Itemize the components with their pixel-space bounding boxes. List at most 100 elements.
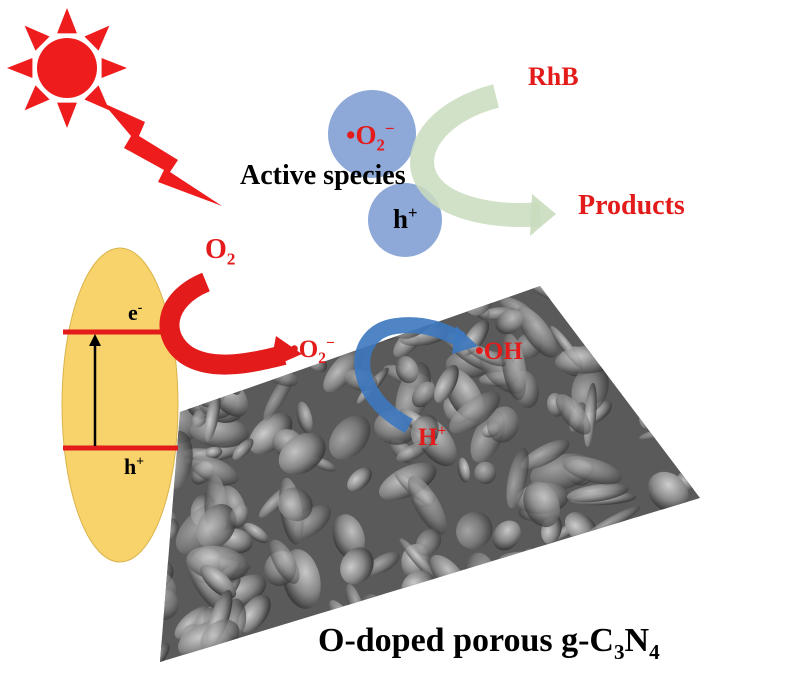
sem-particle bbox=[628, 534, 687, 565]
sem-particle bbox=[678, 601, 700, 625]
sem-particle bbox=[232, 438, 254, 461]
rhb-label: RhB bbox=[528, 62, 579, 91]
superoxide-circle bbox=[328, 90, 416, 178]
sem-particle bbox=[204, 389, 221, 442]
sem-particle bbox=[516, 306, 558, 358]
band-gap-ellipse bbox=[61, 247, 179, 563]
sem-particle bbox=[407, 286, 433, 300]
sem-particle bbox=[160, 642, 170, 662]
band-hole-label: h+ bbox=[124, 453, 145, 479]
sem-particle bbox=[269, 539, 300, 584]
blue-curved-arrow bbox=[354, 317, 478, 434]
sem-particle bbox=[200, 565, 237, 599]
sem-particle bbox=[671, 507, 700, 528]
sem-particle bbox=[688, 539, 700, 603]
sun-ray bbox=[24, 25, 50, 51]
sem-particle bbox=[682, 450, 700, 470]
sem-particle bbox=[501, 333, 527, 401]
sem-particle bbox=[335, 305, 373, 321]
sem-particle bbox=[329, 415, 371, 460]
sun-ray bbox=[84, 85, 110, 111]
sem-particle bbox=[578, 295, 595, 313]
sem-particle bbox=[689, 286, 700, 319]
sun-ray bbox=[101, 58, 127, 78]
sem-particle bbox=[626, 584, 637, 605]
sem-particle bbox=[456, 511, 493, 550]
proton-label: H+ bbox=[418, 422, 447, 451]
sem-particle bbox=[190, 456, 239, 486]
green-curved-arrow bbox=[410, 84, 556, 236]
sem-particle bbox=[189, 416, 249, 448]
sem-particle bbox=[276, 309, 309, 329]
sem-particle bbox=[196, 504, 237, 549]
sem-particle bbox=[584, 320, 618, 343]
sem-particle bbox=[562, 456, 622, 485]
sem-particle bbox=[205, 446, 223, 459]
sem-particle bbox=[185, 310, 200, 335]
sem-particle bbox=[647, 471, 689, 513]
sem-particle bbox=[666, 302, 700, 322]
sem-particle bbox=[646, 582, 669, 603]
oxygen-label: O2 bbox=[205, 234, 236, 269]
sem-particle bbox=[457, 457, 470, 483]
sem-particle bbox=[589, 565, 614, 594]
sem-particle bbox=[323, 348, 364, 393]
electron-label: e- bbox=[128, 299, 143, 325]
sem-particle bbox=[268, 286, 325, 306]
sem-particle bbox=[495, 309, 524, 335]
sem-particle bbox=[347, 467, 372, 492]
sem-particle bbox=[684, 318, 700, 364]
sem-particle bbox=[465, 343, 506, 367]
sem-particle bbox=[292, 286, 310, 293]
sem-particle bbox=[229, 322, 250, 355]
sem-particle bbox=[340, 547, 374, 585]
red-curved-arrow bbox=[159, 272, 302, 375]
sem-particle bbox=[555, 394, 591, 435]
sem-particle bbox=[407, 476, 447, 535]
sem-particle bbox=[492, 520, 521, 551]
sem-particle bbox=[643, 375, 661, 391]
products-label: Products bbox=[578, 190, 685, 221]
sem-particle bbox=[434, 365, 459, 403]
sem-particle bbox=[217, 332, 239, 355]
sem-particle bbox=[665, 394, 700, 419]
sem-particle bbox=[449, 391, 501, 434]
surface-superoxide-label: •O2− bbox=[290, 334, 335, 367]
sem-particle bbox=[506, 447, 529, 509]
sem-particle bbox=[627, 339, 690, 375]
excitation-arrow-head bbox=[89, 334, 101, 346]
sem-particle bbox=[664, 569, 688, 624]
sem-particle bbox=[415, 528, 442, 556]
sem-particle bbox=[670, 286, 694, 296]
sem-particle bbox=[399, 538, 438, 583]
sem-particle bbox=[688, 626, 700, 662]
sem-micrograph bbox=[160, 286, 700, 662]
sem-particle bbox=[571, 536, 602, 564]
sem-particle bbox=[664, 571, 700, 612]
hole-circle bbox=[368, 183, 442, 257]
sem-particle bbox=[572, 572, 594, 595]
sun-ray bbox=[7, 58, 33, 78]
sun-ray bbox=[57, 8, 77, 34]
sem-particle bbox=[296, 401, 313, 434]
sem-particle bbox=[521, 439, 570, 470]
sem-particle bbox=[640, 516, 696, 554]
sem-particle bbox=[504, 564, 538, 613]
sem-particle bbox=[655, 376, 700, 421]
lightning-icon bbox=[103, 103, 222, 206]
hydroxyl-label: •OH bbox=[475, 338, 523, 365]
sun-icon bbox=[7, 8, 127, 128]
sem-particle bbox=[511, 570, 569, 600]
sem-particle bbox=[325, 286, 345, 307]
sem-particle bbox=[414, 286, 439, 316]
hole-species-label: h+ bbox=[393, 203, 418, 234]
sem-particle bbox=[366, 551, 400, 576]
sem-particle bbox=[696, 347, 700, 384]
sem-particle bbox=[679, 618, 700, 639]
sem-particle bbox=[566, 483, 629, 503]
sem-particle bbox=[603, 333, 627, 366]
sem-particle bbox=[200, 332, 221, 351]
sem-particle bbox=[557, 564, 584, 606]
sem-particle bbox=[238, 594, 271, 633]
sun-ray bbox=[84, 25, 110, 51]
